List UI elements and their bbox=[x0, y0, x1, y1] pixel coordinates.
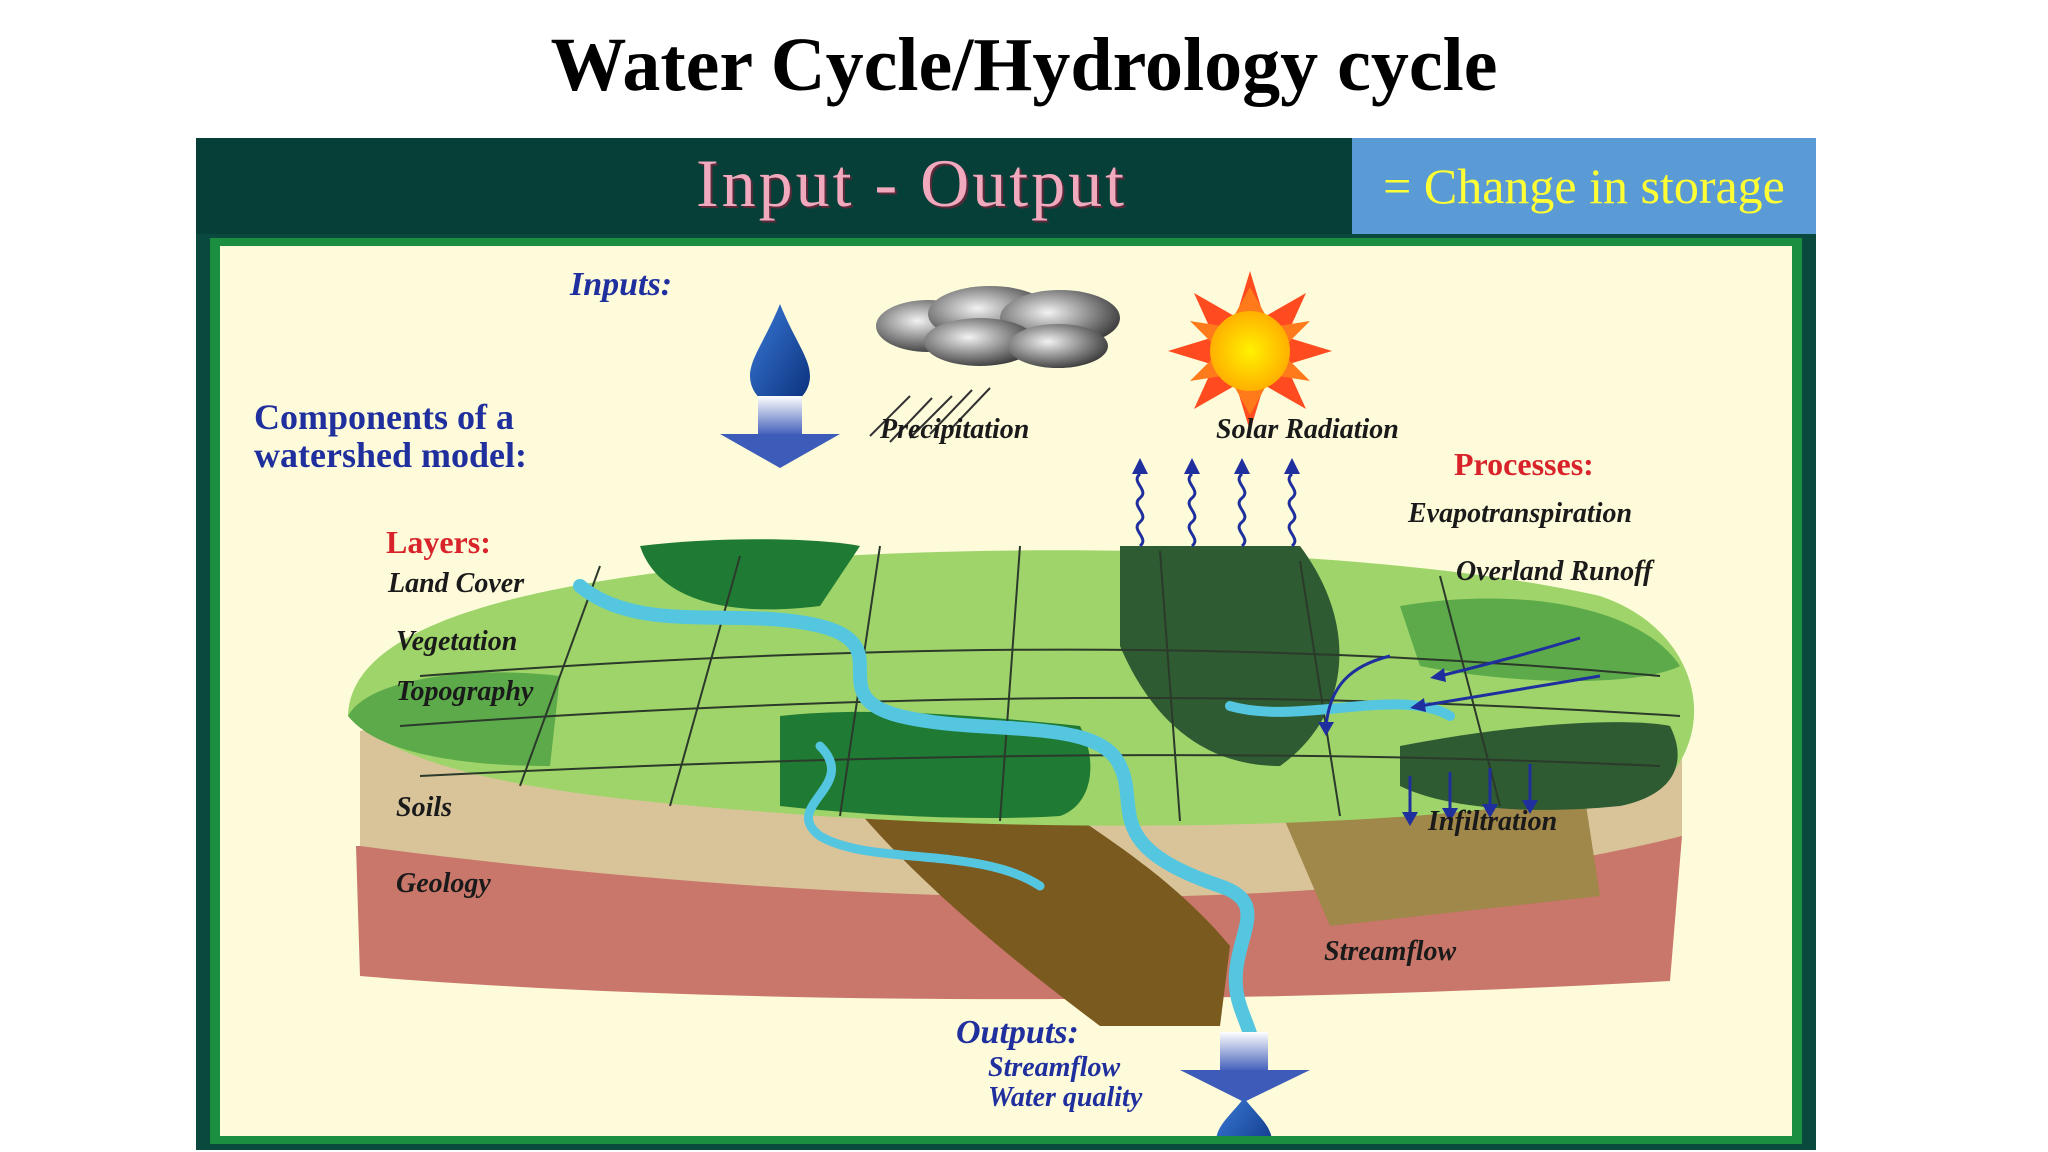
slide-panel: Input - Output = Change in storage bbox=[196, 138, 1816, 1150]
processes-label: Processes: bbox=[1454, 446, 1594, 482]
infiltration-arrow-icon bbox=[1408, 764, 1532, 816]
river bbox=[573, 579, 1259, 1063]
output-drop-icon bbox=[1216, 1098, 1272, 1136]
down-arrow-icon bbox=[720, 396, 840, 468]
components-label-line2: watershed model: bbox=[254, 435, 527, 475]
dark-vegetation-3 bbox=[780, 711, 1091, 818]
rain-cloud-icon bbox=[869, 286, 1120, 443]
diagram-frame: Inputs: Components of a watershed model:… bbox=[210, 238, 1802, 1144]
equation-change-in-storage: = Change in storage bbox=[1352, 138, 1816, 234]
evapotranspiration-label: Evapotranspiration bbox=[1408, 498, 1633, 529]
inputs-label: Inputs: bbox=[570, 266, 673, 303]
mid-vegetation-1 bbox=[348, 672, 560, 766]
outputs-heading: Outputs: bbox=[956, 1014, 1079, 1051]
river-branch-2 bbox=[804, 741, 1045, 891]
infiltration-label: Infiltration bbox=[1428, 806, 1558, 837]
layer-vegetation: Vegetation bbox=[396, 626, 518, 657]
page-title: Water Cycle/Hydrology cycle bbox=[550, 23, 1498, 107]
equation-header: Input - Output = Change in storage bbox=[196, 138, 1816, 234]
output-water-quality: Water quality bbox=[988, 1082, 1143, 1113]
components-label-line1: Components of a bbox=[254, 397, 515, 437]
sun-icon bbox=[1168, 271, 1332, 431]
layers-heading: Layers: bbox=[386, 524, 491, 560]
layer-geology: Geology bbox=[396, 868, 491, 899]
river-branch bbox=[1225, 699, 1455, 721]
water-drop-icon bbox=[750, 304, 810, 406]
layer-land-cover: Land Cover bbox=[388, 568, 525, 599]
dark-vegetation-1 bbox=[640, 539, 860, 610]
output-arrow-icon bbox=[1180, 1032, 1310, 1102]
layer-soils: Soils bbox=[396, 792, 453, 823]
watershed-diagram: Inputs: Components of a watershed model:… bbox=[220, 246, 1792, 1136]
overland-runoff-label: Overland Runoff bbox=[1456, 556, 1653, 587]
layer-topography: Topography bbox=[396, 676, 534, 707]
runoff-arrows bbox=[1324, 636, 1601, 727]
mid-vegetation-2 bbox=[1400, 598, 1680, 681]
solar-radiation-label: Solar Radiation bbox=[1216, 414, 1399, 445]
precipitation-label: Precipitation bbox=[880, 414, 1030, 445]
dark-vegetation-4 bbox=[1400, 722, 1678, 810]
streamflow-label: Streamflow bbox=[1324, 936, 1457, 967]
output-streamflow: Streamflow bbox=[988, 1052, 1121, 1083]
watershed-illustration bbox=[348, 271, 1695, 1136]
evaporation-arrow-icon bbox=[1135, 472, 1297, 548]
evaporation-arrowheads bbox=[1132, 458, 1300, 474]
grid-lines bbox=[399, 545, 1681, 822]
equation-input-output: Input - Output bbox=[696, 145, 1128, 221]
